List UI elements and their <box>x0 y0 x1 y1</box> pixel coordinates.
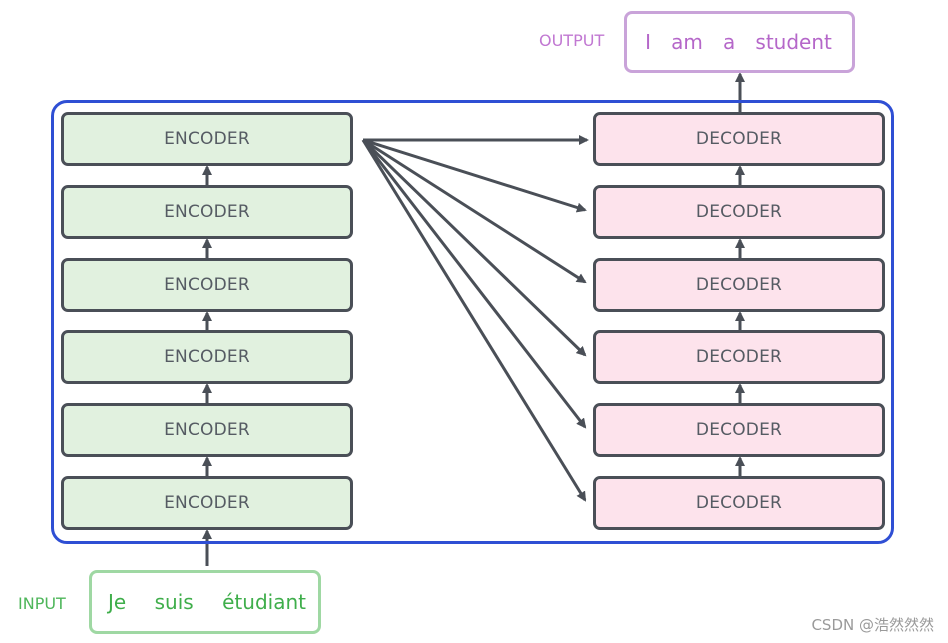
input-word: suis <box>154 590 194 614</box>
encoder-to-decoder-arrow <box>361 139 587 429</box>
output-word: a <box>723 30 736 54</box>
decoder-block-3: DECODER <box>593 330 885 384</box>
encoder-to-decoder-arrow <box>362 138 587 213</box>
decoder-block-1: DECODER <box>593 476 885 530</box>
input-label: INPUT <box>18 594 66 613</box>
encoder-block-2: ENCODER <box>61 403 353 457</box>
encoder-block-3: ENCODER <box>61 330 353 384</box>
output-box: I am a student <box>624 11 855 73</box>
encoder-to-decoder-arrow <box>361 139 587 502</box>
output-word: am <box>671 30 703 54</box>
output-word: I <box>645 30 651 54</box>
encoder-block-4: ENCODER <box>61 258 353 312</box>
decoder-block-2: DECODER <box>593 403 885 457</box>
encoder-decoder-stack <box>51 100 894 544</box>
decoder-block-5: DECODER <box>593 185 885 239</box>
encoder-block-6: ENCODER <box>61 112 353 166</box>
encoder-block-1: ENCODER <box>61 476 353 530</box>
encoder-to-decoder-arrow <box>362 138 587 284</box>
encoder-block-5: ENCODER <box>61 185 353 239</box>
output-word: student <box>755 30 832 54</box>
watermark: CSDN @浩然然然 <box>811 616 934 634</box>
input-word: Je <box>108 590 127 614</box>
output-label: OUTPUT <box>539 31 605 50</box>
input-word: étudiant <box>222 590 306 614</box>
input-box: Je suis étudiant <box>89 570 321 634</box>
decoder-block-4: DECODER <box>593 258 885 312</box>
decoder-block-6: DECODER <box>593 112 885 166</box>
encoder-to-decoder-arrow <box>361 138 587 357</box>
